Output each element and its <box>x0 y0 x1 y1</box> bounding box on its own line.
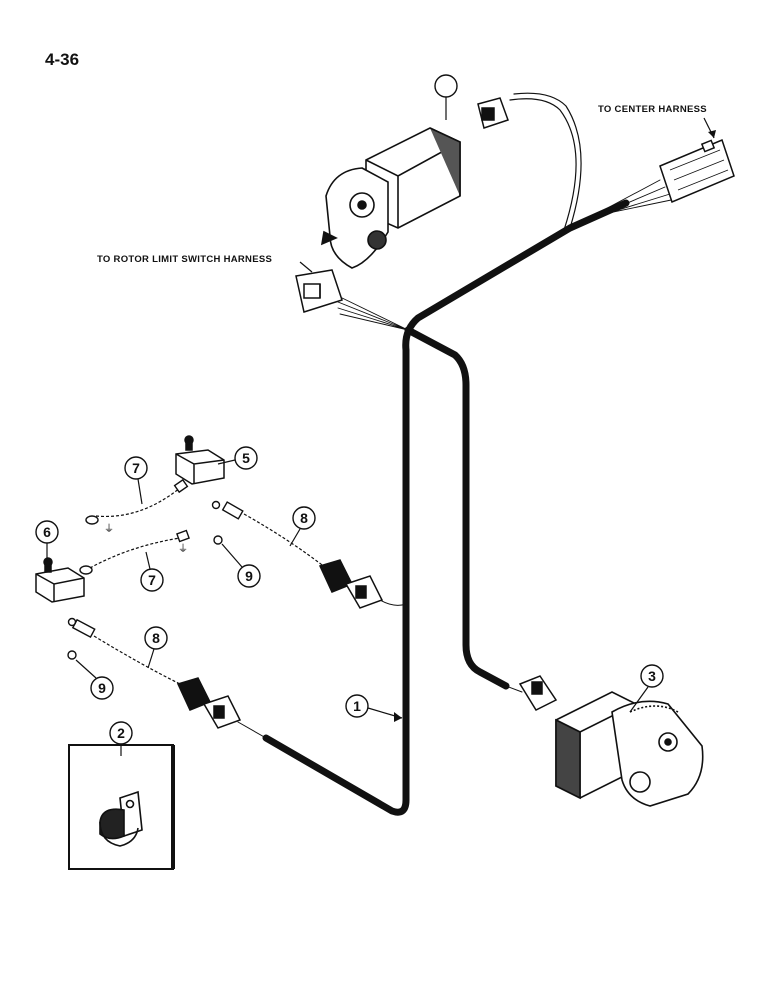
upper-motor-connector <box>477 97 509 129</box>
callout-1: 1 <box>345 694 369 718</box>
callout-8-upper: 8 <box>292 506 316 530</box>
svg-text:9: 9 <box>98 680 106 696</box>
switch-5 <box>175 435 225 485</box>
ground-symbol: ⏚ <box>104 523 114 535</box>
rotor-limit-arrow <box>299 261 313 273</box>
callout-9-lower: 9 <box>90 676 114 700</box>
callout-5: 5 <box>234 446 258 470</box>
switch-6 <box>35 557 85 603</box>
main-harness <box>262 199 630 816</box>
motor-3 <box>555 691 704 807</box>
clamp-icon <box>99 790 143 847</box>
callout-2: 2 <box>109 721 133 745</box>
svg-text:5: 5 <box>242 450 250 466</box>
ground-wire-7b <box>79 529 190 575</box>
ground-symbol: ⏚ <box>178 543 188 555</box>
callout-3: 3 <box>640 664 664 688</box>
page-number: 4-36 <box>45 50 80 69</box>
callout-6: 6 <box>35 520 59 544</box>
connector-8-lower <box>176 677 242 729</box>
callout-partial <box>434 74 458 98</box>
harness-branch-motor-3 <box>404 326 510 690</box>
clamp-inset <box>68 744 175 870</box>
callouts: 1 2 3 5 6 7 7 8 8 9 9 <box>35 446 664 756</box>
nut-9-upper <box>213 535 223 545</box>
svg-text:1: 1 <box>353 698 361 714</box>
wire-8-lower <box>67 617 181 685</box>
nut-9-lower <box>67 650 77 660</box>
ground-wire-7a <box>85 478 189 525</box>
callout-8-lower: 8 <box>144 626 168 650</box>
upper-motor <box>320 127 461 269</box>
center-harness-connector <box>659 138 735 204</box>
svg-text:6: 6 <box>43 524 51 540</box>
callout-9-upper: 9 <box>237 564 261 588</box>
wire-8-upper <box>211 500 327 569</box>
to-center-harness-label: TO CENTER HARNESS <box>598 104 707 115</box>
motor-3-connector <box>518 675 558 711</box>
svg-text:2: 2 <box>117 725 125 741</box>
svg-text:9: 9 <box>245 568 253 584</box>
svg-text:8: 8 <box>152 630 160 646</box>
callout-7-lower: 7 <box>140 568 164 592</box>
svg-text:7: 7 <box>148 572 156 588</box>
svg-text:3: 3 <box>648 668 656 684</box>
to-rotor-limit-switch-label: TO ROTOR LIMIT SWITCH HARNESS <box>97 254 273 265</box>
svg-text:7: 7 <box>132 460 140 476</box>
rotor-limit-switch-connector <box>295 269 343 313</box>
connector-8-upper <box>318 559 384 609</box>
svg-text:8: 8 <box>300 510 308 526</box>
callout-7-upper: 7 <box>124 456 148 480</box>
